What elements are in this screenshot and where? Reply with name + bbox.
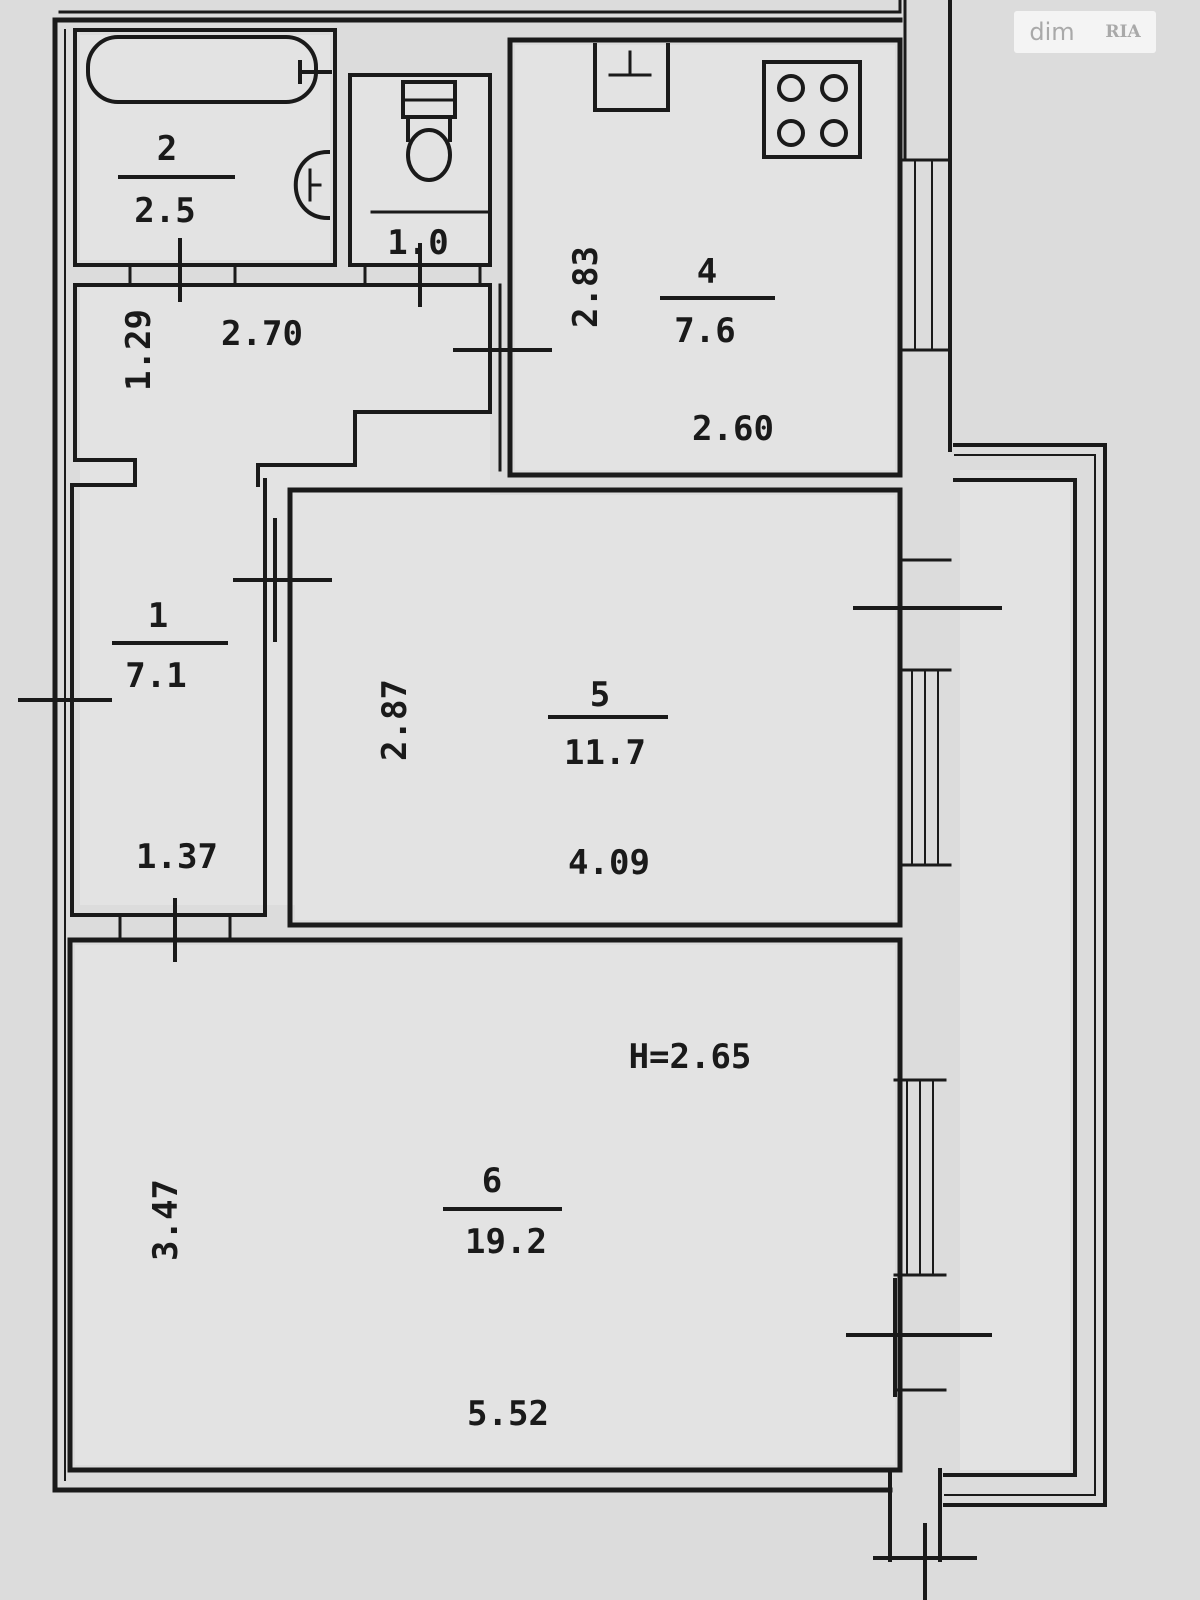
balcony-outline bbox=[943, 443, 1107, 1507]
ceiling-height: H=2.65 bbox=[629, 1037, 752, 1077]
kitchen-sink-icon bbox=[593, 43, 670, 112]
room-5-dim-width: 4.09 bbox=[568, 843, 650, 883]
sink-icon bbox=[293, 149, 331, 221]
room-2-walls bbox=[73, 28, 337, 267]
watermark-logo: dim RIA bbox=[1014, 11, 1156, 53]
room-5-dim-height: 2.87 bbox=[375, 679, 415, 761]
room-1-number: 1 bbox=[148, 596, 168, 636]
room-2-number: 2 bbox=[157, 129, 177, 169]
room-4-walls bbox=[507, 37, 903, 478]
room-6-area: 19.2 bbox=[465, 1222, 547, 1262]
room-1-area: 7.1 bbox=[125, 656, 186, 696]
room-3-area: 1.0 bbox=[387, 223, 448, 263]
watermark-brand-left: dim bbox=[1029, 18, 1075, 46]
bathtub-icon bbox=[86, 35, 318, 104]
room-4-area: 7.6 bbox=[674, 311, 735, 351]
room-6-dim-height: 3.47 bbox=[146, 1179, 186, 1261]
room-4-number: 4 bbox=[697, 252, 717, 292]
stove-icon bbox=[762, 60, 862, 159]
room-1-dim-width: 1.37 bbox=[136, 837, 218, 877]
corridor-dim-width: 2.70 bbox=[221, 314, 303, 354]
room-6-number: 6 bbox=[482, 1161, 502, 1201]
room-5-number: 5 bbox=[590, 675, 610, 715]
toilet-icon bbox=[401, 80, 457, 182]
room-4-dim-width: 2.60 bbox=[692, 409, 774, 449]
room-6-dim-width: 5.52 bbox=[467, 1394, 549, 1434]
watermark-brand-right: RIA bbox=[1105, 22, 1141, 42]
corridor-dim-depth: 1.29 bbox=[119, 309, 159, 391]
room-5-walls bbox=[287, 487, 903, 928]
room-2-area: 2.5 bbox=[134, 191, 195, 231]
room-3-walls bbox=[348, 73, 492, 267]
room-5-area: 11.7 bbox=[564, 733, 646, 773]
room-6-walls bbox=[67, 937, 903, 1473]
room-4-dim-height: 2.83 bbox=[566, 246, 606, 328]
